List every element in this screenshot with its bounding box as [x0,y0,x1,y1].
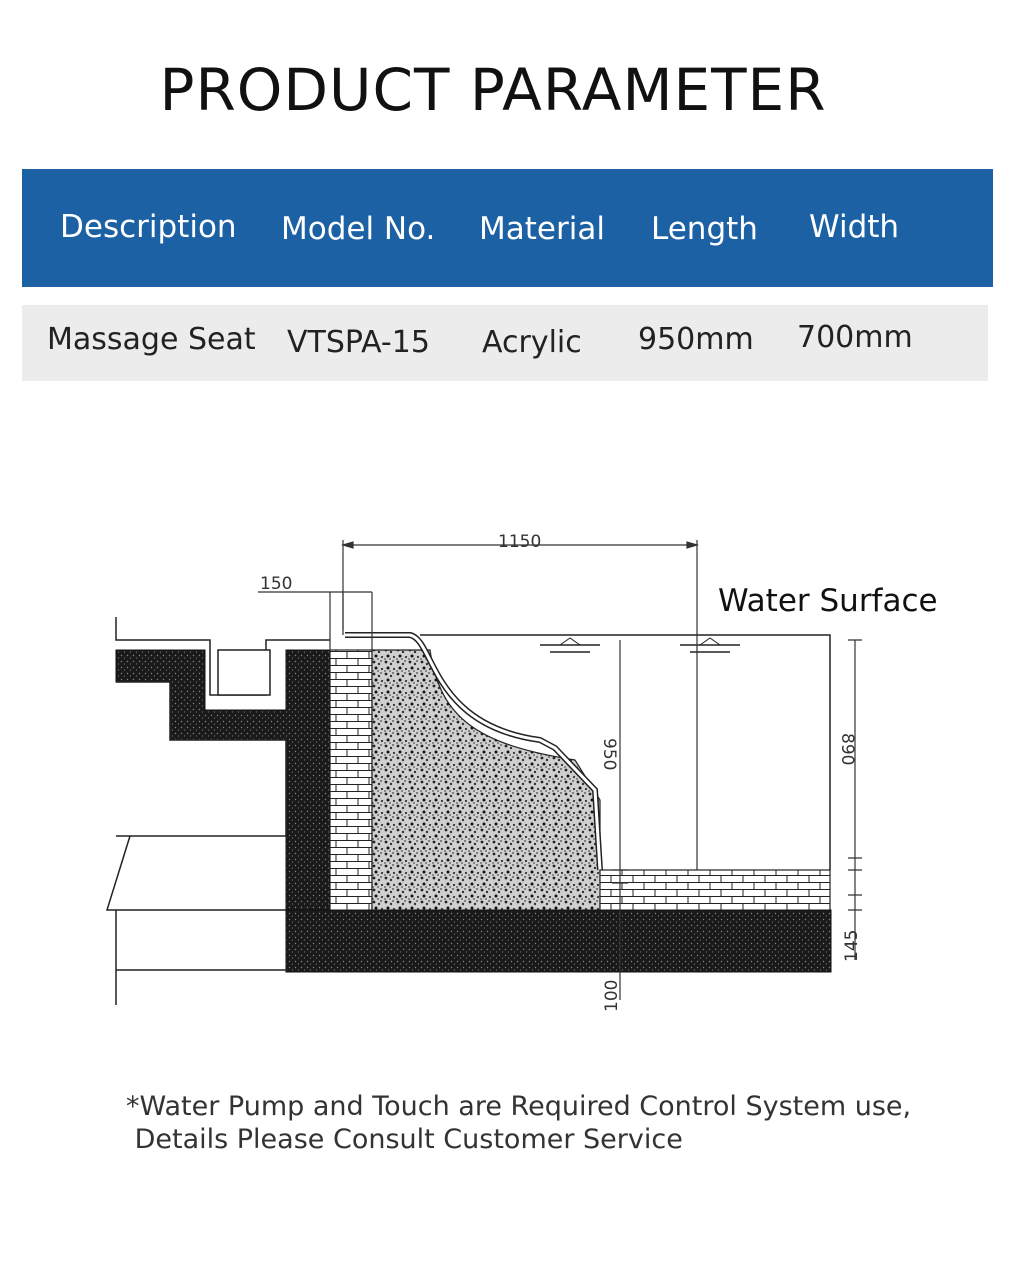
header-width: Width [809,209,900,245]
table-header-bar: Description Model No. Material Length Wi… [22,169,993,287]
cell-length: 950mm [638,322,754,357]
header-description: Description [60,209,237,245]
dim-100: 100 [602,980,622,1012]
footnote: *Water Pump and Touch are Required Contr… [126,1090,911,1156]
concrete-base [285,909,832,973]
dim-950: 950 [599,738,619,770]
table-row: Massage Seat VTSPA-15 Acrylic 950mm 700m… [22,305,988,381]
dim-890: 890 [837,733,857,765]
footnote-line-1: *Water Pump and Touch are Required Contr… [126,1091,912,1122]
water-surface-line [420,634,831,870]
cell-width: 700mm [797,320,913,355]
water-surface-label: Water Surface [718,583,938,619]
header-length: Length [651,211,758,247]
cell-model-no: VTSPA-15 [287,325,430,360]
header-material: Material [479,211,605,247]
footnote-line-2: Details Please Consult Customer Service [126,1124,683,1155]
dim-150: 150 [260,574,292,594]
floor-bricks [599,869,831,913]
cell-material: Acrylic [482,325,582,360]
dim-145: 145 [842,930,862,962]
page-title: PRODUCT PARAMETER [159,56,827,124]
spa-cross-section-diagram: 1150 150 950 890 145 100 [105,532,862,1012]
dimension-lines [258,540,862,1000]
brick-wall [329,649,373,913]
dim-1150: 1150 [498,532,541,552]
left-structure [105,617,331,1005]
header-model-no: Model No. [281,211,436,247]
cell-description: Massage Seat [47,322,256,357]
